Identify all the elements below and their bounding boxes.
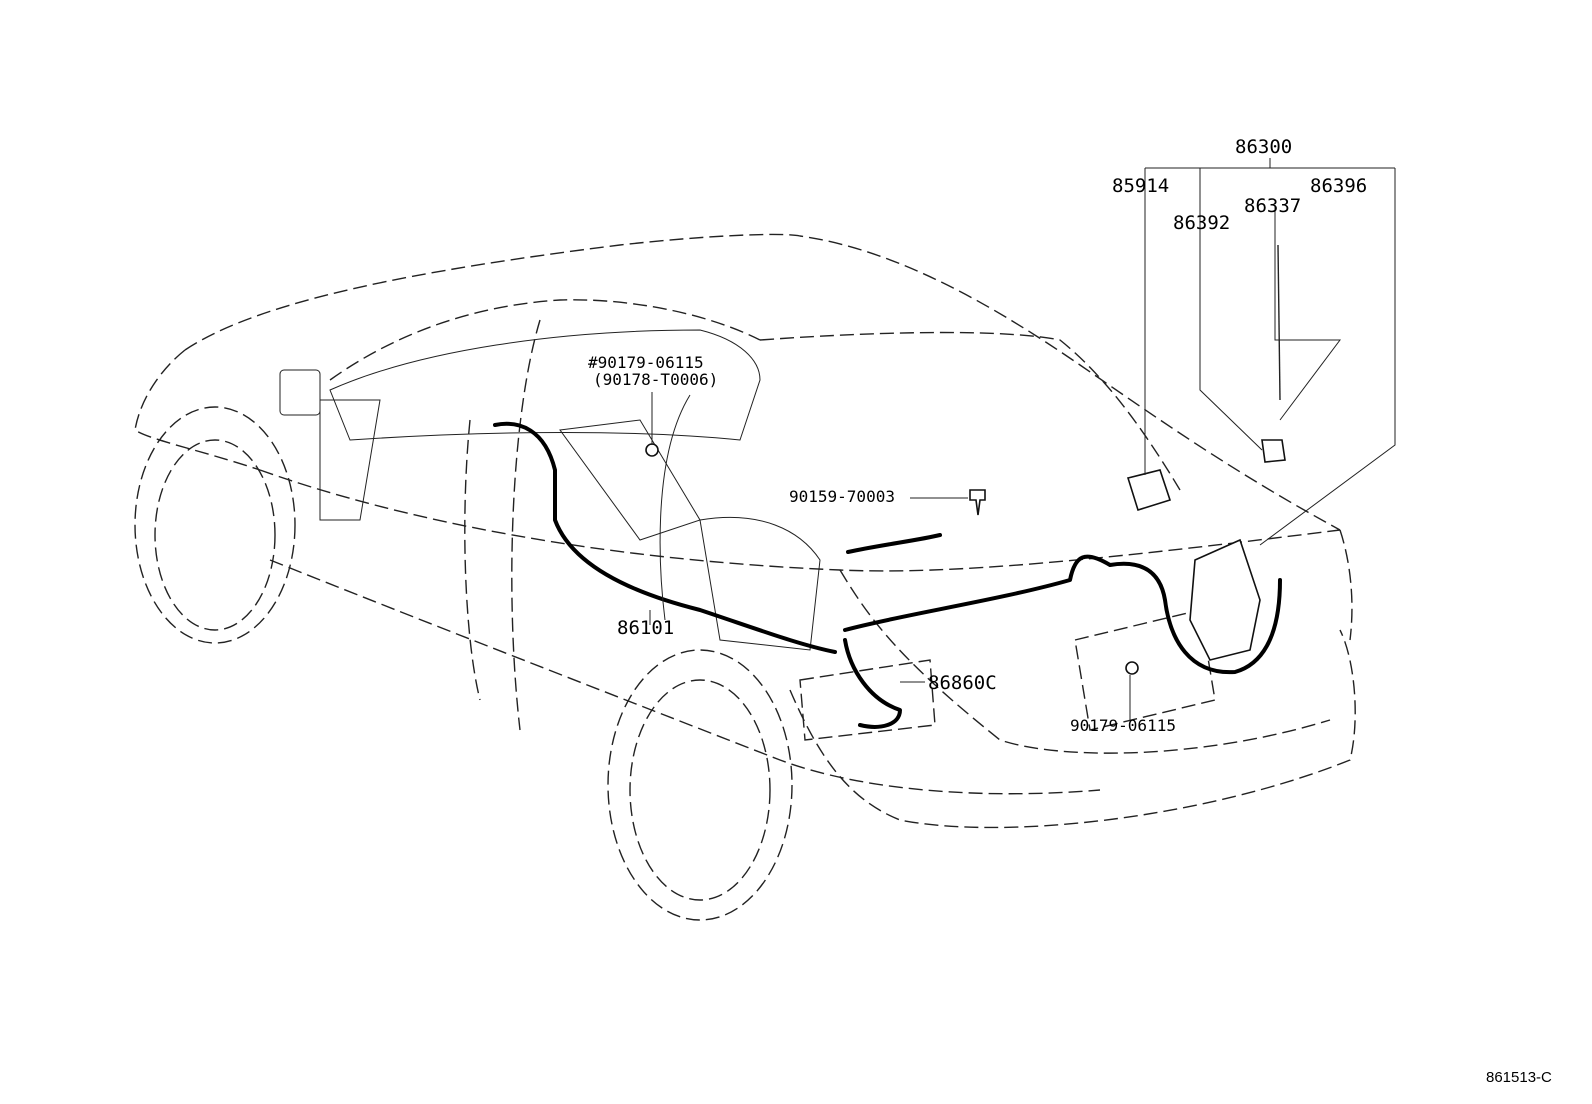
label-90159-70003: 90159-70003 [789, 487, 895, 506]
rear-window-outline [759, 331, 1181, 491]
front-wheel [154, 439, 276, 631]
front-wheel-arch [134, 406, 296, 644]
label-90179-06115-bottom: 90179-06115 [1070, 716, 1176, 735]
front-door-line [464, 419, 481, 701]
nut-86392 [1261, 439, 1286, 463]
roof-outline [184, 233, 1341, 531]
label-86392: 86392 [1173, 212, 1231, 234]
leader-86396 [1259, 168, 1396, 546]
dashboard [329, 329, 761, 441]
clip-90179-bottom [1125, 661, 1139, 675]
side-sill [269, 559, 1101, 795]
license-plate-area [1074, 609, 1216, 731]
label-86101: 86101 [617, 617, 675, 639]
trunk-cord-upper [846, 533, 942, 554]
windshield-outline [329, 299, 761, 381]
label-90178-t0006: (90178-T0006) [593, 370, 719, 389]
antenna-mast-86337 [1277, 244, 1281, 401]
side-line-upper [259, 469, 1341, 572]
label-90179-06115-top: #90179-06115 [588, 353, 704, 372]
rear-wheel [629, 679, 771, 901]
clip-90179-top [645, 443, 659, 457]
side-mirror [279, 369, 321, 416]
amplifier-85914 [1126, 469, 1172, 512]
label-86860c: 86860C [928, 672, 997, 694]
trunk-lid [839, 569, 1331, 754]
label-86300: 86300 [1235, 136, 1293, 158]
cord-86860C [843, 638, 902, 729]
figure-reference: 861513-C [1486, 1069, 1552, 1086]
leader-86337 [1274, 205, 1341, 421]
screw-90159-70003 [969, 489, 986, 516]
label-85914: 85914 [1112, 175, 1170, 197]
antenna-motor-assembly [1189, 538, 1261, 661]
leader-86101 [649, 394, 691, 625]
rear-quarter [1339, 529, 1353, 641]
front-seat [319, 399, 381, 521]
rear-door-line [511, 319, 541, 731]
label-86396: 86396 [1310, 175, 1368, 197]
trunk-cord [843, 554, 1282, 675]
label-86337: 86337 [1244, 195, 1302, 217]
antenna-cord [493, 421, 837, 654]
rear-wheel-arch [607, 649, 793, 921]
trunk-recess [799, 659, 936, 741]
rear-seat [699, 516, 821, 651]
hood-outline [134, 349, 261, 471]
center-console [559, 419, 701, 541]
rear-bumper [789, 629, 1356, 829]
leader-86392 [1199, 168, 1263, 451]
